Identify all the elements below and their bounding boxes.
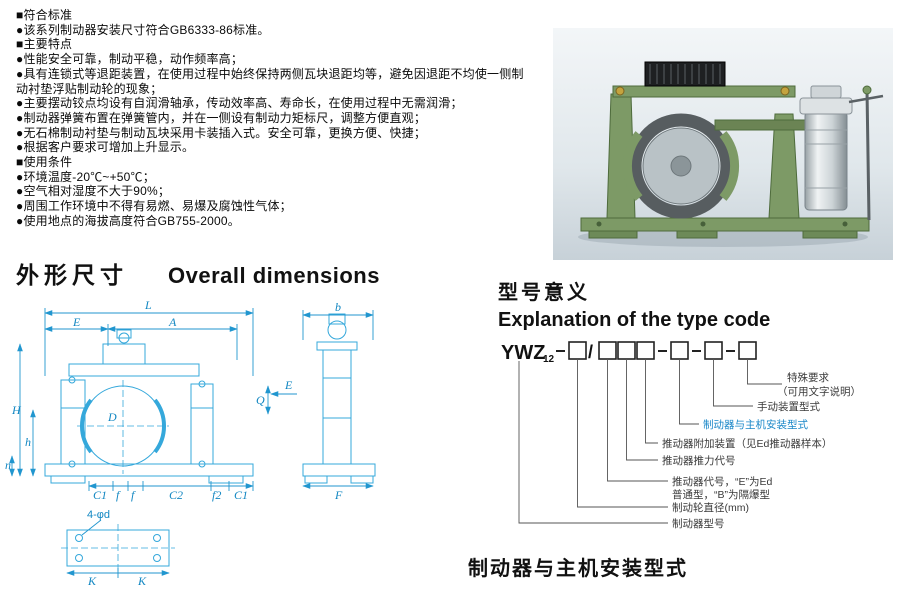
- type-code-labels: 特殊要求 （可用文字说明） 手动装置型式 制动器与主机安装型式 推动器附加装置（…: [662, 371, 861, 530]
- label-attachment: 推动器附加装置（见Ed推动器样本）: [662, 437, 832, 450]
- dim-label-C1a: C1: [93, 488, 107, 502]
- front-view: [44, 329, 254, 484]
- mounting-type-title: 制动器与主机安装型式: [468, 558, 688, 580]
- center-lines: [61, 380, 175, 572]
- spring-tube: [714, 119, 808, 131]
- type-code-slash: /: [588, 342, 593, 362]
- label-thruster-code-2: 普通型，“B”为隔爆型: [672, 488, 770, 501]
- dimension-labels: L E A H h n D Q E C1 f f C2 f2 C1 b F 4-…: [5, 298, 343, 588]
- bullet-line: ●主要摆动铰点均设有自润滑轴承，传动效率高、寿命长，在使用过程中无需润滑；: [16, 96, 463, 111]
- bullet-line: ●该系列制动器安装尺寸符合GB6333-86标准。: [16, 22, 270, 37]
- dim-label-E2: E: [284, 378, 293, 392]
- type-code-heading: 型号意义 Explanation of the type code: [498, 276, 770, 332]
- type-heading-cn: 型号意义: [498, 282, 590, 304]
- ribbed-release-block: [644, 61, 726, 87]
- right-brake-arm: [768, 113, 800, 219]
- dim-label-Q: Q: [256, 393, 265, 407]
- bullet-line: ●环境温度-20℃~+50℃；: [16, 169, 155, 184]
- shadow: [578, 227, 868, 247]
- label-model: 制动器型号: [672, 517, 725, 530]
- dim-label-bolt-holes: 4-φd: [87, 509, 110, 521]
- dim-label-A: A: [168, 315, 177, 329]
- label-mounting: 制动器与主机安装型式: [703, 418, 808, 431]
- dim-label-h: h: [25, 435, 31, 449]
- dims-heading-cn: 外形尺寸: [16, 262, 128, 288]
- dim-label-n: n: [5, 458, 11, 472]
- dim-label-L: L: [144, 298, 152, 312]
- dim-label-fa: f: [116, 488, 121, 502]
- dims-heading-en: Overall dimensions: [168, 263, 380, 288]
- bullet-line: ●使用地点的海拔高度符合GB755-2000。: [16, 213, 240, 228]
- release-rod: [848, 85, 884, 221]
- bullet-line: ■使用条件: [16, 155, 73, 170]
- type-heading-en: Explanation of the type code: [498, 309, 771, 331]
- dimension-drawing: L E A H h n D Q E C1 f f C2 f2 C1 b F 4-…: [5, 288, 497, 588]
- dimension-drawing-svg: L E A H h n D Q E C1 f f C2 f2 C1 b F 4-…: [5, 298, 376, 588]
- dim-label-fb: f: [131, 488, 136, 502]
- code-box-diameter: [568, 341, 587, 360]
- brake-base: [580, 217, 870, 239]
- bullet-line: ●无石棉制动衬垫与制动瓦块采用卡装插入式。安全可靠，更换方便、快捷；: [16, 125, 427, 140]
- dim-label-C2: C2: [169, 488, 183, 502]
- label-thrust: 推动器推力代号: [662, 454, 736, 467]
- product-photo: [553, 28, 893, 260]
- code-box-special: [738, 341, 757, 360]
- bullet-line: ●具有连锁式等退距装置，在使用过程中始终保持两侧瓦块退距均等，避免因退距不均使一…: [16, 66, 524, 96]
- dim-label-C1b: C1: [234, 488, 248, 502]
- dim-label-E: E: [72, 315, 81, 329]
- dim-label-Ka: K: [87, 574, 97, 588]
- overall-dimensions-heading: 外形尺寸 Overall dimensions: [16, 256, 380, 290]
- dim-label-f2: f2: [212, 488, 221, 502]
- feature-text-block: ■符合标准 ●该系列制动器安装尺寸符合GB6333-86标准。 ■主要特点 ●性…: [16, 8, 524, 229]
- code-box-manual: [704, 341, 723, 360]
- dim-label-Kb: K: [137, 574, 147, 588]
- label-diameter: 制动轮直径(mm): [672, 501, 749, 514]
- label-manual: 手动装置型式: [757, 400, 820, 413]
- type-code-subscript: 12: [543, 354, 555, 365]
- bullet-line: ●根据客户要求可增加上升显示。: [16, 140, 195, 155]
- code-box-mounting: [670, 341, 689, 360]
- label-thruster-code-1: 推动器代号，“E”为Ed: [672, 475, 772, 488]
- bullet-line: ●周围工作环境中不得有易燃、易爆及腐蚀性气体；: [16, 199, 292, 214]
- dim-label-H: H: [11, 403, 22, 417]
- type-code-diagram: YWZ 12 / 特殊要求: [495, 333, 902, 558]
- bullet-line: ■主要特点: [16, 37, 73, 52]
- bullet-line: ●性能安全可靠，制动平稳，动作频率高；: [16, 52, 244, 67]
- bullet-line: ●空气相对湿度不大于90%；: [16, 184, 171, 199]
- bullet-line: ●制动器弹簧布置在弹簧管内，并在一侧设有制动力矩标尺，调整方便直观；: [16, 110, 427, 125]
- code-box-attachment: [636, 341, 655, 360]
- type-code-svg: YWZ 12 / 特殊要求: [501, 341, 861, 530]
- type-code-connectors: [518, 359, 782, 524]
- side-view: [302, 313, 376, 484]
- type-code-prefix: YWZ: [501, 342, 545, 364]
- brake-drum: [622, 113, 740, 219]
- bullet-line: ■符合标准: [16, 8, 73, 22]
- label-special-2: （可用文字说明）: [777, 385, 861, 398]
- brake-photo-illustration: [553, 28, 893, 260]
- code-box-thruster-code: [598, 341, 617, 360]
- dim-label-b: b: [335, 300, 341, 314]
- hydraulic-thruster: [799, 85, 853, 211]
- dim-label-D: D: [107, 410, 117, 424]
- dim-label-F: F: [334, 488, 343, 502]
- code-box-thrust: [617, 341, 636, 360]
- label-special-1: 特殊要求: [787, 371, 829, 384]
- top-lever: [612, 85, 796, 98]
- dimension-lines: [9, 308, 374, 578]
